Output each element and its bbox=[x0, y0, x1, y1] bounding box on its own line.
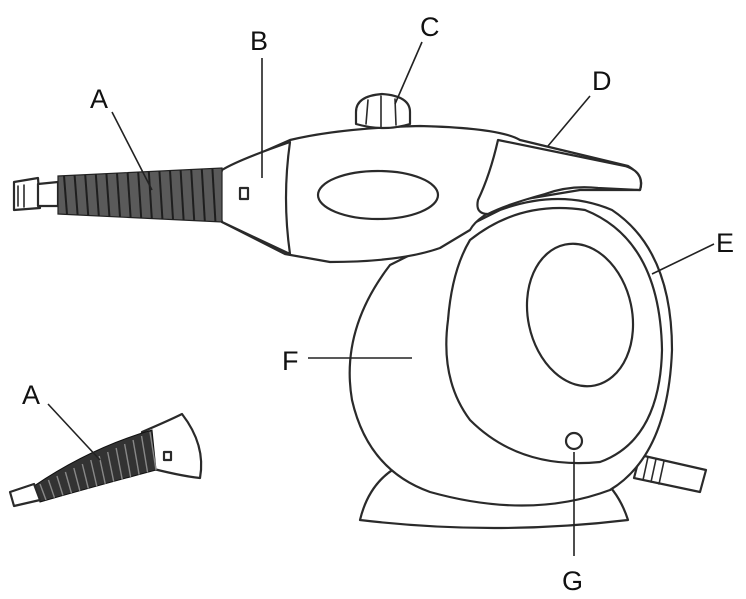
callout-e: E bbox=[716, 228, 734, 258]
handle-oval bbox=[316, 169, 440, 221]
callout-g: G bbox=[562, 566, 583, 596]
coil-rib bbox=[94, 174, 100, 216]
coil-rib bbox=[81, 463, 89, 489]
coil-rib bbox=[132, 439, 140, 475]
coil-rib bbox=[200, 168, 206, 222]
coil-rib bbox=[169, 170, 174, 220]
water-window bbox=[525, 242, 635, 388]
coil-rib bbox=[179, 169, 185, 221]
indicator-light bbox=[564, 431, 584, 451]
coil-rib bbox=[158, 170, 164, 220]
coil-rib bbox=[56, 475, 64, 496]
leader-e bbox=[651, 243, 715, 275]
coil-rib bbox=[140, 435, 149, 473]
callout-a-top: A bbox=[90, 84, 108, 114]
coil-rib bbox=[137, 172, 143, 218]
coil-rib bbox=[190, 169, 196, 221]
coil-rib bbox=[116, 173, 121, 217]
nozzle-button bbox=[238, 186, 250, 201]
coil-rib bbox=[123, 443, 132, 478]
callout-f: F bbox=[282, 346, 299, 376]
coil-rib bbox=[149, 431, 157, 471]
nozzle-collar bbox=[216, 140, 292, 256]
leader-a-top bbox=[111, 111, 153, 191]
coil-rib bbox=[73, 175, 79, 215]
callout-a-bottom: A bbox=[22, 380, 40, 410]
coil-rib bbox=[84, 174, 90, 216]
coil-rib bbox=[126, 172, 132, 218]
callout-b: B bbox=[250, 26, 268, 56]
extension-nozzle-bottom bbox=[8, 412, 203, 508]
coil-rib bbox=[39, 483, 47, 501]
callout-d: D bbox=[592, 66, 612, 96]
coil-rib bbox=[63, 175, 68, 215]
coil-rib bbox=[107, 451, 115, 482]
coil-rib bbox=[105, 173, 111, 217]
coil-rib bbox=[211, 168, 217, 222]
leader-c bbox=[394, 41, 423, 105]
coil-rib bbox=[115, 447, 123, 480]
coil-rib bbox=[90, 459, 98, 487]
leader-d bbox=[547, 95, 591, 147]
coil-rib bbox=[47, 479, 56, 498]
hose-connector bbox=[632, 453, 708, 494]
safety-knob bbox=[354, 92, 412, 130]
coil-rib bbox=[73, 467, 81, 491]
trigger-grip bbox=[476, 138, 643, 216]
coil-rib bbox=[64, 471, 73, 494]
coil-rib bbox=[98, 455, 106, 484]
callout-c: C bbox=[420, 12, 440, 42]
leader-a-bottom bbox=[47, 403, 101, 461]
extension-nozzle-top bbox=[12, 167, 223, 223]
coil-rib bbox=[147, 171, 153, 219]
